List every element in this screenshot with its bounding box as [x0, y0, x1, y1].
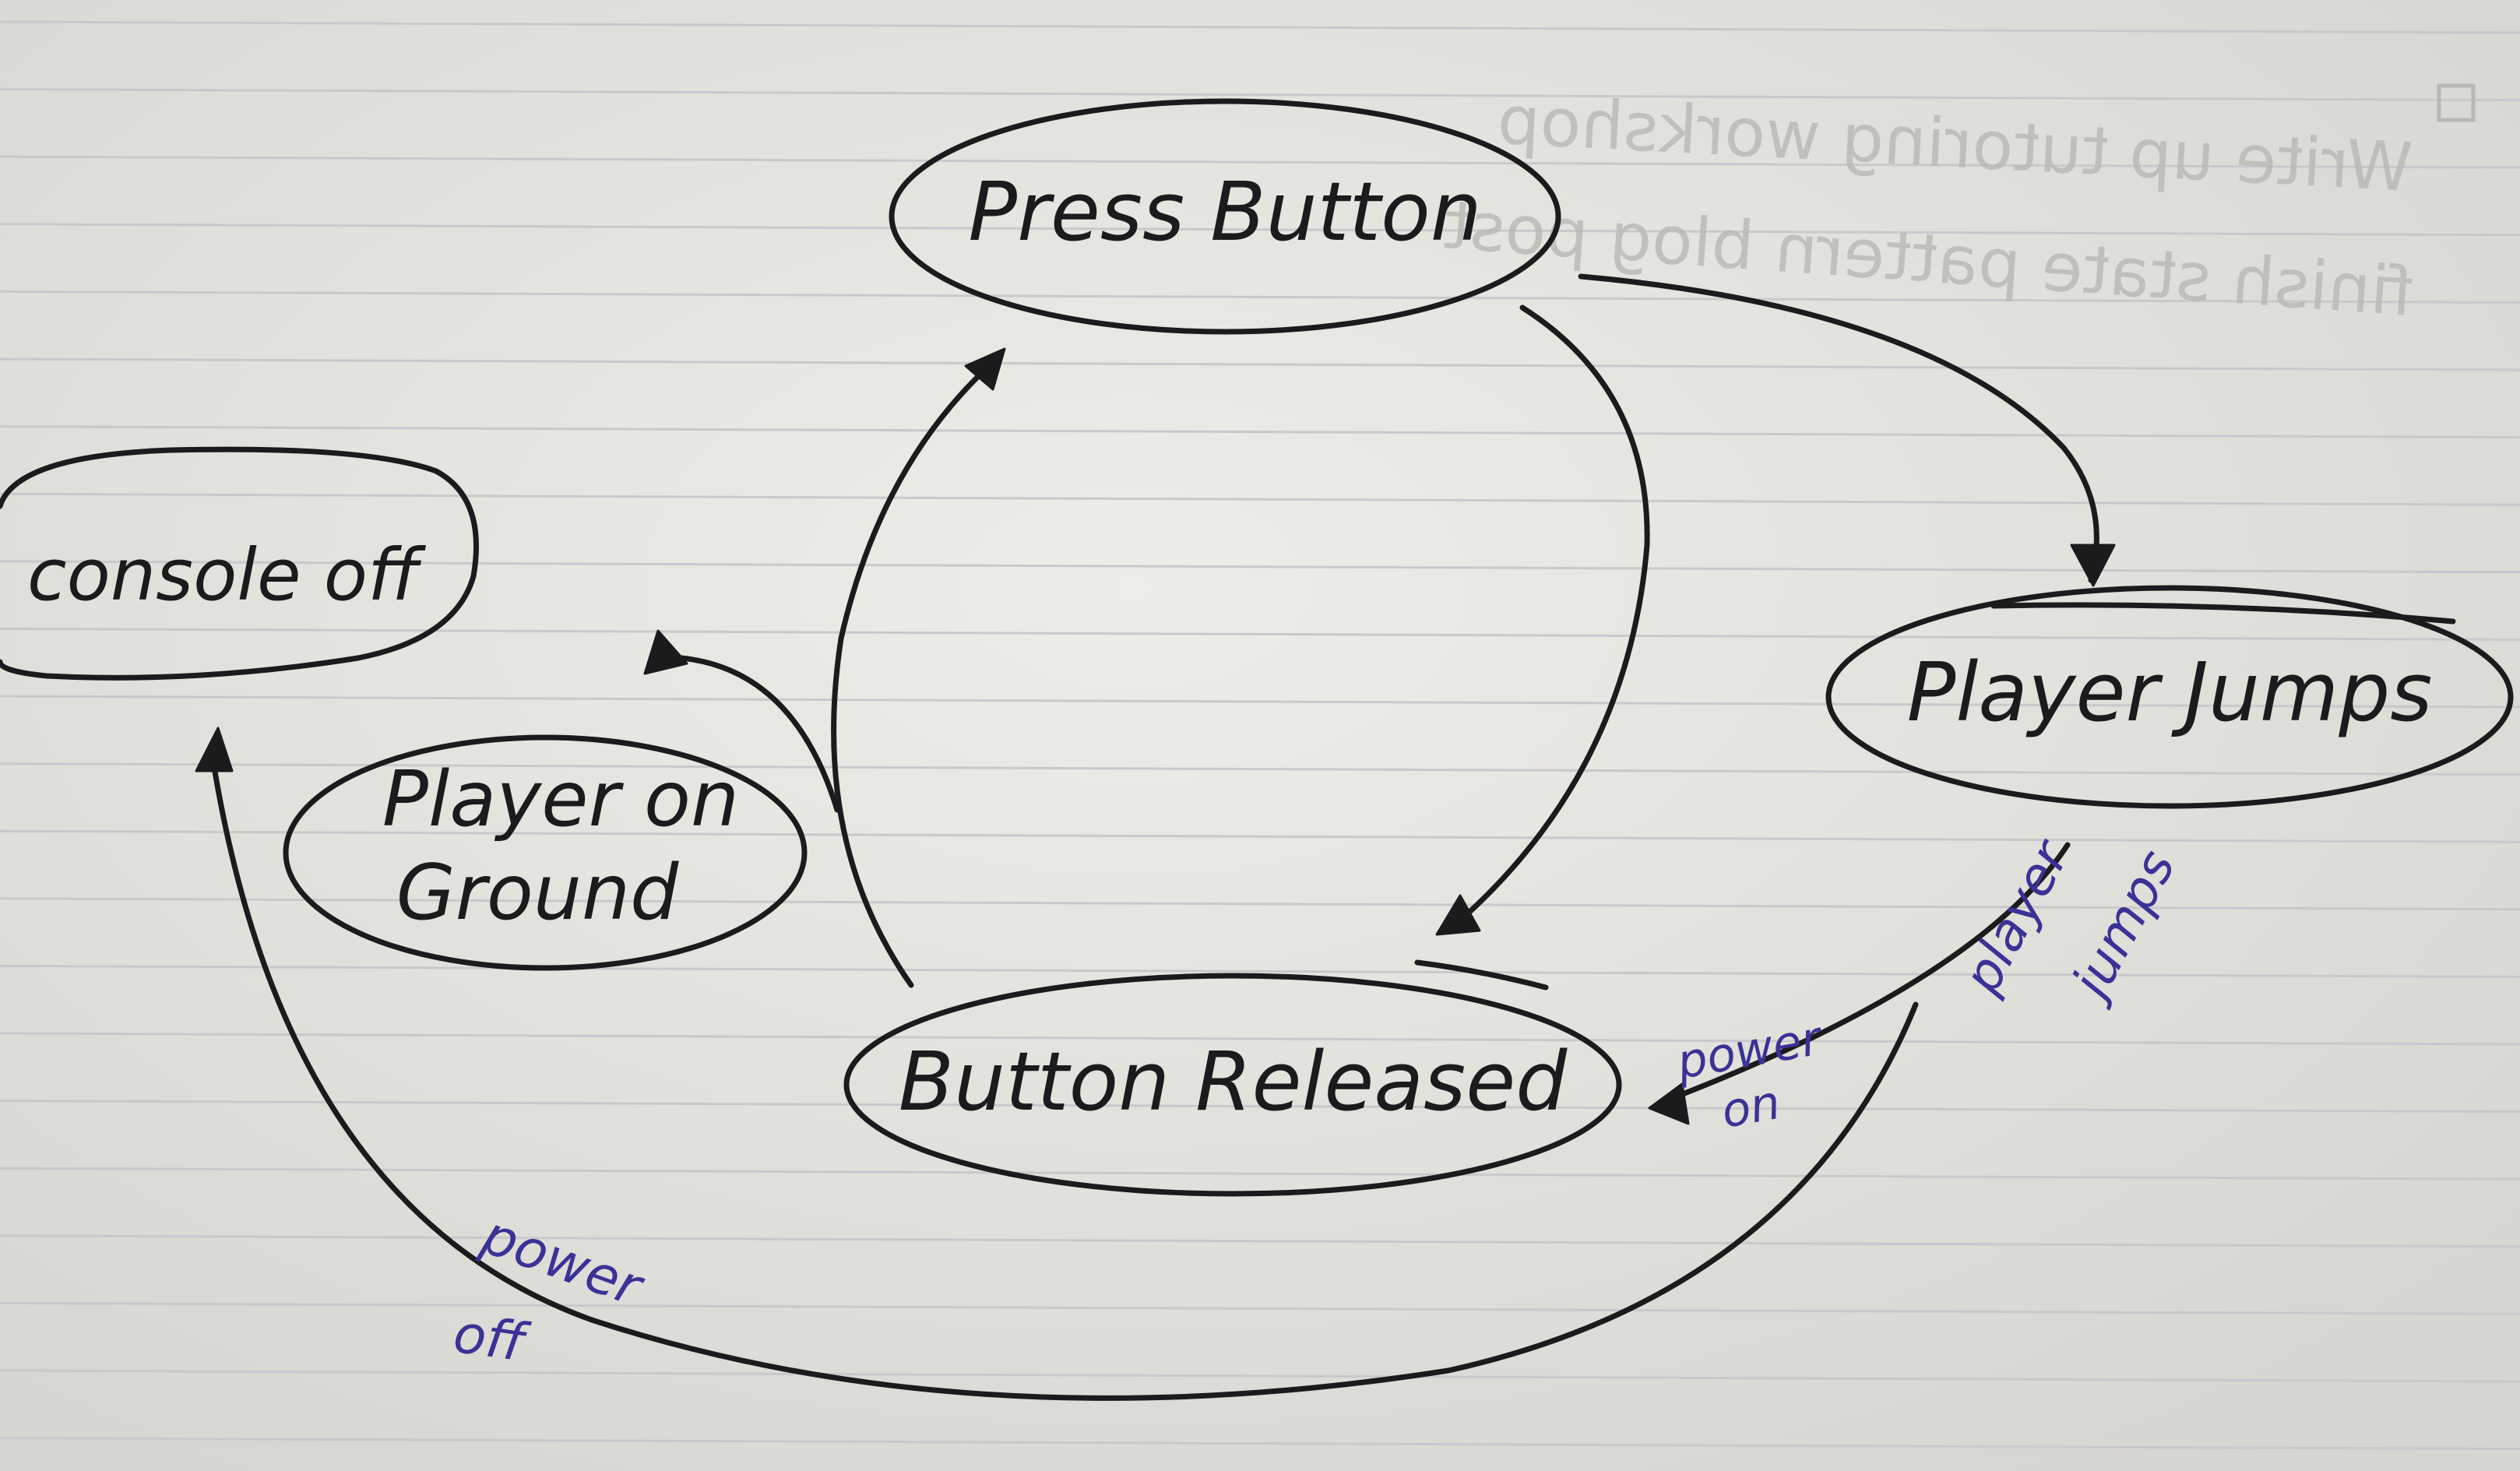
state-button-released: Button Released: [843, 959, 1622, 1197]
rule-line: [0, 695, 2520, 709]
press-button-label: Press Button: [968, 164, 1481, 259]
rule-line: [0, 1100, 2520, 1114]
rule-line: [0, 1234, 2520, 1248]
state-press-button: Press Button: [889, 98, 1561, 335]
arrowhead-player-jumps: [2070, 544, 2116, 587]
button-released-overstroke: [1414, 959, 1549, 991]
rule-line: [0, 425, 2520, 439]
player-jumps-ellipse: [1825, 585, 2514, 809]
rule-line: [0, 357, 2520, 371]
rule-line: [0, 1301, 2520, 1315]
rule-line: [0, 1437, 2520, 1451]
player-jumps-overstroke: [1990, 602, 2456, 625]
rule-line: [0, 762, 2520, 776]
arrow-press-to-jumps: [1578, 273, 2116, 587]
arrowhead-press-button: [964, 347, 1006, 391]
show-through-checkbox: [2437, 83, 2476, 122]
player-on-ground-label-line1: Player on: [382, 755, 739, 844]
rule-line: [0, 1032, 2520, 1046]
player-jumps-label: Player Jumps: [1907, 645, 2433, 740]
rule-line: [0, 492, 2520, 506]
rule-line: [0, 627, 2520, 641]
state-player-jumps: Player Jumps: [1825, 585, 2514, 809]
arrow-press-to-released: [1435, 304, 1650, 936]
arrow-power-off: [195, 727, 1919, 1401]
rule-line: [0, 829, 2520, 843]
console-off-ellipse: [0, 446, 479, 681]
arrow-released-to-press: [831, 347, 1006, 988]
rule-line: [0, 155, 2520, 169]
button-released-label: Button Released: [899, 1034, 1568, 1129]
rule-line: [0, 1369, 2520, 1383]
rule-line: [0, 88, 2520, 102]
rule-line: [0, 897, 2520, 911]
label-power-off-line2: off: [450, 1304, 534, 1375]
player-on-ground-ellipse: [283, 734, 808, 971]
state-console-off: console off: [0, 446, 479, 681]
rule-line: [0, 964, 2520, 978]
arrowhead-console-off: [195, 727, 234, 772]
arrow-jumps-to-released: [1648, 842, 2071, 1125]
state-player-on-ground: Player on Ground: [283, 734, 808, 971]
label-power-on-line2: on: [1717, 1075, 1784, 1139]
press-button-ellipse: [889, 98, 1561, 335]
arrow-to-console-off-upper: [643, 629, 840, 813]
rule-line: [0, 223, 2520, 237]
arrowhead-power-on: [1648, 1082, 1690, 1125]
arrowhead-button-released: [1435, 894, 1481, 936]
rule-line: [0, 20, 2520, 34]
console-off-label: console off: [27, 533, 426, 617]
arrowhead-upper: [643, 629, 688, 675]
button-released-ellipse: [843, 973, 1622, 1197]
rule-line: [0, 1167, 2520, 1181]
ruled-lines: [0, 20, 2520, 1451]
player-on-ground-label-line2: Ground: [396, 849, 679, 938]
rule-line: [0, 290, 2520, 304]
